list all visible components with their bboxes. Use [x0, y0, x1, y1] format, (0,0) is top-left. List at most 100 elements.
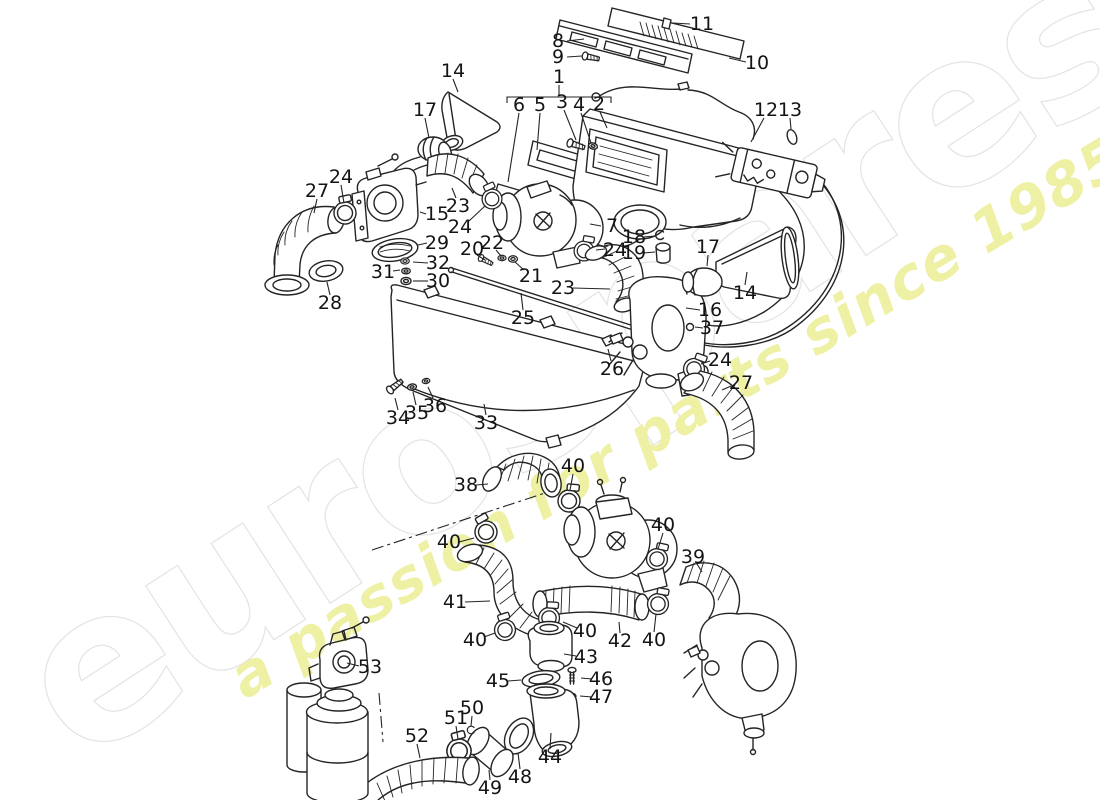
callout-41: 41 [443, 591, 467, 613]
callout-leader-38 [475, 483, 489, 486]
part-mixer-housing-lower [683, 612, 797, 756]
callout-34: 34 [386, 407, 410, 429]
callout-31: 31 [371, 261, 395, 283]
callout-leader-4 [580, 112, 592, 144]
part-hose-41 [456, 543, 542, 637]
callout-36: 36 [423, 395, 447, 417]
callout-leader-49 [488, 769, 491, 781]
bolt-46 [567, 666, 577, 685]
callout-17: 17 [413, 99, 437, 121]
callout-leader-6 [507, 112, 520, 183]
callout-50: 50 [460, 697, 484, 719]
callout-leader-9 [566, 55, 583, 58]
washer-22 [497, 254, 507, 262]
callout-leader-27 [313, 198, 318, 214]
callout-53: 53 [358, 656, 382, 678]
callout-47: 47 [589, 686, 613, 708]
callout-26: 26 [600, 358, 624, 380]
part-hose-27-left [264, 205, 345, 296]
callout-leader-14 [452, 78, 459, 93]
callout-leader-23 [451, 187, 457, 199]
callout-leader-29 [417, 242, 428, 246]
callout-25: 25 [511, 307, 535, 329]
callout-19: 19 [622, 242, 646, 264]
part-valve-19 [655, 242, 671, 264]
callout-leader-40 [569, 473, 574, 491]
part-hose-42 [532, 585, 650, 621]
callout-40: 40 [573, 620, 597, 642]
callout-leader-8 [566, 38, 585, 42]
part-heat-valve-15 [351, 153, 427, 243]
callout-40: 40 [561, 455, 585, 477]
part-hose-52 [346, 756, 480, 800]
callout-37: 37 [700, 317, 724, 339]
callout-leader-42 [618, 621, 621, 634]
callout-leader-20 [476, 254, 486, 261]
callout-leader-17 [424, 117, 430, 139]
part-funnel-14-right [715, 226, 800, 300]
part-control-unit-12 [715, 141, 826, 199]
callout-leader-40 [562, 621, 578, 629]
callout-leader-35 [412, 391, 417, 406]
callout-leader-40 [653, 613, 657, 633]
part-hose-38 [481, 452, 562, 498]
callout-leader-41 [464, 600, 491, 603]
callout-leader-34 [394, 397, 399, 411]
callout-24: 24 [603, 239, 627, 261]
callout-40: 40 [642, 629, 666, 651]
callout-22: 22 [480, 232, 504, 254]
callout-40: 40 [463, 629, 487, 651]
clip-50 [466, 725, 475, 735]
callout-42: 42 [608, 630, 632, 652]
part-elbow-43 [527, 620, 573, 673]
artwork [264, 7, 845, 800]
nut-32 [400, 257, 410, 265]
callout-leader-48 [517, 752, 521, 770]
callout-leader-25 [520, 292, 524, 311]
centerline-aircleaner [378, 692, 384, 743]
callout-leader-40 [458, 537, 475, 543]
washer-31 [401, 267, 411, 275]
callout-leader-17 [706, 254, 709, 267]
callout-leader-24 [700, 360, 711, 365]
part-air-cleaner-53 [286, 616, 370, 800]
callout-29: 29 [425, 232, 449, 254]
callout-leader-24 [595, 248, 606, 251]
callout-40: 40 [437, 531, 461, 553]
callout-leader-15 [419, 211, 427, 215]
callout-leader-21 [514, 261, 525, 271]
washer-36 [421, 377, 431, 385]
part-funnel-14-left [440, 91, 501, 152]
callout-51: 51 [444, 707, 468, 729]
callout-leader-24 [340, 184, 345, 204]
callout-3: 3 [556, 91, 568, 113]
part-vent-strip-8 [555, 19, 693, 74]
callout-18: 18 [622, 226, 646, 248]
callout-6: 6 [513, 94, 525, 116]
part-grille-29 [371, 237, 419, 263]
screw-37 [685, 322, 695, 332]
assembly-bracket [506, 96, 612, 103]
part-air-distribution-housing-2 [572, 108, 759, 249]
callout-13: 13 [778, 99, 802, 121]
callout-leader-31 [392, 269, 401, 272]
callout-15: 15 [425, 203, 449, 225]
callout-leader-50 [470, 715, 473, 727]
callout-leader-14 [744, 271, 748, 286]
callout-leader-51 [455, 725, 459, 740]
callout-44: 44 [538, 746, 562, 768]
callout-12: 12 [754, 99, 778, 121]
callout-leader-26 [607, 348, 612, 362]
callout-14: 14 [733, 282, 757, 304]
callout-leader-37 [694, 326, 704, 329]
nut-30 [400, 276, 412, 286]
callout-17: 17 [696, 236, 720, 258]
callout-43: 43 [574, 646, 598, 668]
callout-leader-5 [536, 112, 541, 151]
callout-leader-27 [721, 385, 732, 391]
callout-52: 52 [405, 725, 429, 747]
callout-46: 46 [589, 668, 613, 690]
callout-33: 33 [474, 412, 498, 434]
